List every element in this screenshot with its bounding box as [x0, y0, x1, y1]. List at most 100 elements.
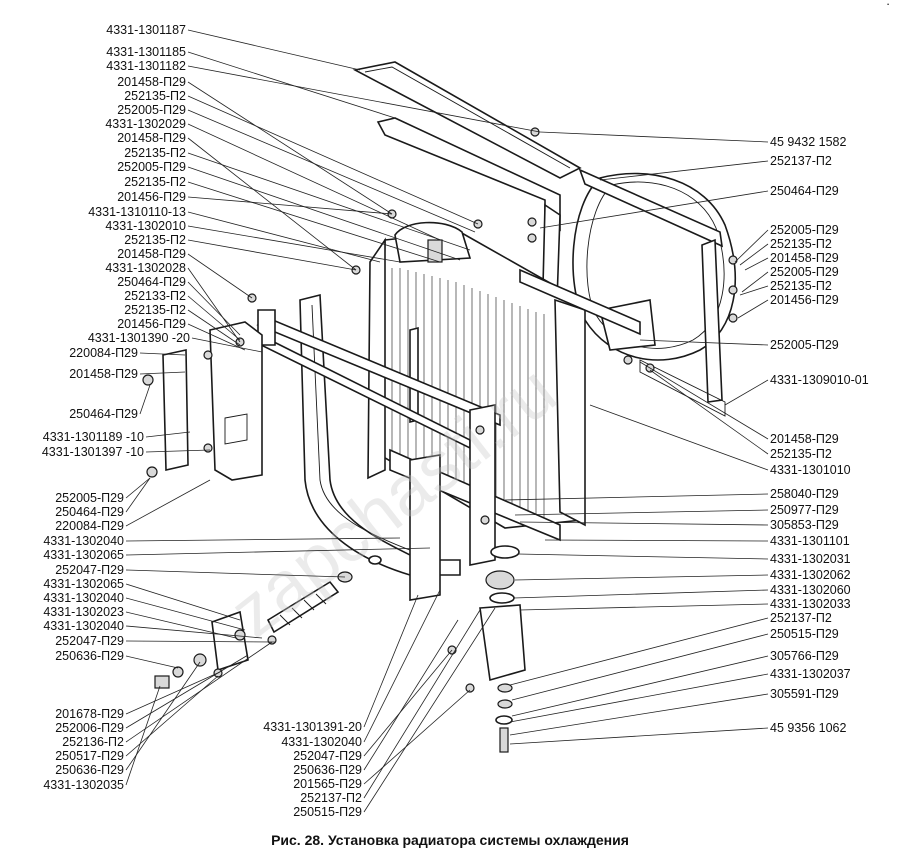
part-label: 252006-П29 [55, 721, 124, 735]
leader-line [739, 243, 769, 266]
leader-line [649, 369, 769, 455]
leader-line [187, 323, 246, 351]
leader-line [514, 574, 769, 581]
leader-line [125, 640, 276, 643]
part-label: 250977-П29 [770, 503, 839, 517]
bottom-mount-stack [447, 545, 526, 753]
leader-line [744, 257, 769, 271]
part-label: 4331-1302040 [43, 619, 124, 633]
leader-line [125, 685, 161, 786]
leader-line [724, 379, 769, 406]
part-label: 4331-1301390 -20 [88, 331, 190, 345]
part-label: 220084-П29 [69, 346, 138, 360]
leader-line [517, 553, 769, 560]
leader-line [187, 29, 361, 71]
leader-line [187, 225, 401, 263]
leader-line [139, 371, 186, 375]
leader-line [187, 109, 476, 233]
corner-mark: · [886, 0, 890, 11]
leader-line [363, 649, 453, 757]
part-label: 250464-П29 [55, 505, 124, 519]
leader-line [511, 633, 769, 701]
bottom-labels: 4331-1301391-20 4331-1302040 252047-П29 … [263, 720, 362, 819]
leader-line [187, 123, 441, 241]
leader-line [125, 671, 221, 715]
part-label: 250515-П29 [770, 627, 839, 641]
leader-line [187, 181, 441, 263]
part-label: 201456-П29 [770, 293, 839, 307]
part-label: 4331-1302031 [770, 552, 851, 566]
part-label: 201458-П29 [117, 131, 186, 145]
part-label: 4331-1301187 [106, 23, 186, 37]
leader-line [187, 65, 541, 133]
leader-lines [125, 29, 769, 813]
part-label: 201458-П29 [69, 367, 138, 381]
part-label: 201565-П29 [293, 777, 362, 791]
part-label: 250515-П29 [293, 805, 362, 819]
leader-line [187, 95, 479, 225]
center-brace [409, 404, 496, 601]
part-label: 4331-1302040 [43, 591, 124, 605]
part-label: 4331-1301182 [106, 59, 186, 73]
part-label: 201458-П29 [770, 251, 839, 265]
part-label: 4331-1302033 [770, 597, 851, 611]
part-label: 252047-П29 [293, 749, 362, 763]
part-label: 252005-П29 [770, 338, 839, 352]
leader-line [139, 352, 186, 356]
leader-line [125, 654, 249, 729]
leader-line [187, 295, 241, 341]
leader-line [519, 603, 769, 611]
leader-line [509, 673, 769, 723]
part-label: 250464-П29 [117, 275, 186, 289]
leader-line [187, 281, 241, 336]
part-label: 4331-1301010 [770, 463, 851, 477]
leader-line [145, 431, 191, 438]
leader-line [739, 285, 769, 296]
leader-line [737, 299, 769, 319]
tie-rods [253, 268, 656, 450]
part-label: 45 9356 1062 [770, 721, 847, 735]
leader-line [504, 493, 769, 501]
part-label: 4331-1309010-01 [770, 373, 869, 387]
leader-line [741, 271, 769, 293]
part-label: 4331-1302035 [43, 778, 124, 792]
leader-line [363, 594, 419, 728]
part-label: 4331-1302065 [43, 548, 124, 562]
leader-line [363, 689, 471, 785]
part-label: 4331-1302029 [105, 117, 186, 131]
leader-line [363, 609, 481, 799]
part-label: 4331-1301391-20 [263, 720, 362, 734]
leader-line [514, 509, 769, 516]
assembly-drawing [142, 61, 738, 753]
leader-line [187, 196, 393, 215]
leader-line [187, 253, 253, 299]
part-label: 252133-П2 [124, 289, 186, 303]
leader-line [125, 675, 219, 757]
part-label: 252135-П2 [770, 447, 832, 461]
leader-line [363, 589, 441, 743]
leader-line [125, 477, 151, 499]
left-plates [142, 293, 263, 481]
leader-line [363, 607, 496, 813]
part-label: 252135-П2 [124, 175, 186, 189]
leader-line [513, 589, 769, 599]
part-label: 252005-П29 [55, 491, 124, 505]
part-label: 252135-П2 [770, 237, 832, 251]
part-label: 252135-П2 [124, 303, 186, 317]
part-label: 305853-П29 [770, 518, 839, 532]
leader-line [125, 479, 211, 527]
leader-line [509, 693, 769, 736]
leader-line [187, 152, 471, 251]
leader-line [544, 539, 769, 542]
leader-line [191, 337, 263, 353]
part-label: 250636-П29 [55, 763, 124, 777]
part-label: 252135-П2 [124, 146, 186, 160]
leader-line [187, 211, 381, 263]
leader-line [589, 404, 769, 471]
part-label: 4331-1302010 [105, 219, 186, 233]
part-label: 252135-П2 [770, 279, 832, 293]
leader-line [187, 239, 357, 271]
leader-line [509, 617, 769, 686]
part-label: 4331-1301185 [106, 45, 186, 59]
